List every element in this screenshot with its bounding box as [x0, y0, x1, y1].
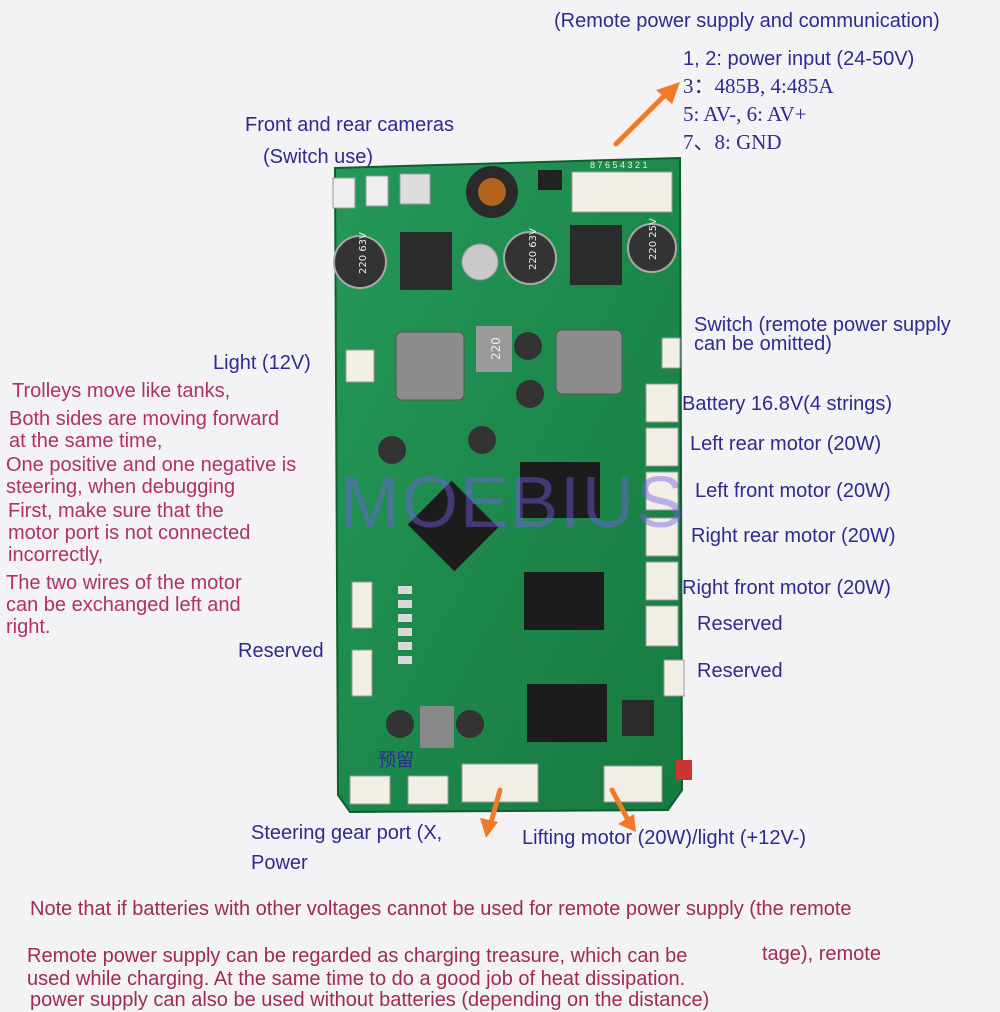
lifting-motor-label: Lifting motor (20W)/light (+12V-) — [522, 827, 806, 849]
power-inductor-1 — [395, 331, 465, 401]
reserved-left-label: Reserved — [238, 640, 324, 662]
pin-numbers: 8 7 6 5 4 3 2 1 — [590, 160, 648, 170]
motor-driver-chip-3 — [527, 684, 607, 742]
tank-note-line: right. — [6, 616, 51, 638]
reserved-right-label-2: Reserved — [697, 660, 783, 682]
switch-label: Switch (remote power supply — [694, 314, 951, 336]
cameras-label: Front and rear cameras — [245, 114, 454, 136]
battery-label: Battery 16.8V(4 strings) — [682, 393, 893, 415]
pin-7-8: 7、8: GND — [683, 130, 782, 154]
inductor-marking: 220 — [489, 337, 503, 360]
svg-text:220 63V: 220 63V — [358, 232, 369, 274]
left-front-motor-label: Left front motor (20W) — [695, 480, 891, 502]
motor-driver-chip-2 — [524, 572, 604, 630]
arrow-up-right-icon — [613, 89, 671, 147]
right-rear-motor-label: Right rear motor (20W) — [691, 525, 896, 547]
pin-3-4: 3：485B, 4:485A — [683, 74, 834, 98]
tank-note-line: Trolleys move like tanks, — [12, 380, 231, 402]
camera-connector-1 — [332, 177, 356, 209]
svg-text:220 25V: 220 25V — [648, 218, 659, 260]
left-rear-motor-label: Left rear motor (20W) — [690, 433, 882, 455]
tank-note-line: can be exchanged left and — [6, 594, 241, 616]
capacitor-3 — [627, 223, 677, 273]
footer-line-2: Remote power supply can be regarded as c… — [27, 945, 688, 967]
tank-note-line: at the same time, — [9, 430, 163, 452]
footer-line-3: used while charging. At the same time to… — [27, 968, 686, 990]
switch-sublabel: can be omitted) — [694, 333, 832, 355]
pin-5-6: 5: AV-, 6: AV+ — [683, 102, 807, 126]
footer-line-1: Note that if batteries with other voltag… — [30, 898, 852, 920]
pin-1-2: 1, 2: power input (24-50V) — [683, 48, 915, 70]
tank-note-line: The two wires of the motor — [6, 572, 242, 594]
tank-note-line: incorrectly, — [8, 544, 104, 566]
reserved-right-label-1: Reserved — [697, 613, 783, 635]
power-inductor-2 — [555, 329, 623, 395]
tank-note-line: Both sides are moving forward — [9, 408, 280, 430]
footer-line-4: power supply can also be used without ba… — [30, 989, 710, 1011]
steering-port-label: Steering gear port (X, — [251, 822, 443, 844]
cameras-sublabel: (Switch use) — [263, 146, 374, 168]
svg-text:220 63V: 220 63V — [528, 228, 539, 270]
tank-note-line: steering, when debugging — [6, 476, 236, 498]
arrow-down-icon — [487, 787, 503, 829]
steering-port-sublabel: Power — [251, 852, 308, 874]
right-motor-connectors — [645, 383, 685, 697]
capacitor-1 — [333, 235, 387, 289]
camera-connector-2 — [365, 175, 389, 207]
motor-driver-chip-1 — [520, 462, 600, 518]
light-connector — [345, 349, 375, 383]
tank-note-line: motor port is not connected — [8, 522, 251, 544]
capacitor-2 — [503, 231, 557, 285]
right-front-motor-label: Right front motor (20W) — [682, 577, 891, 599]
remote-connector — [571, 171, 673, 213]
light-label: Light (12V) — [213, 352, 311, 374]
watermark: MOEBIUS — [340, 463, 687, 543]
tank-note-line: One positive and one negative is — [6, 454, 297, 476]
remote-title: (Remote power supply and communication) — [554, 10, 940, 32]
arrow-down-right-icon — [609, 787, 631, 823]
switch-connector — [661, 337, 681, 369]
mcu-chip — [407, 480, 499, 572]
tank-note-line: First, make sure that the — [8, 500, 224, 522]
reserved-cn-label: 预留 — [378, 750, 414, 771]
footer-line-2-end: tage), remote — [762, 943, 881, 965]
